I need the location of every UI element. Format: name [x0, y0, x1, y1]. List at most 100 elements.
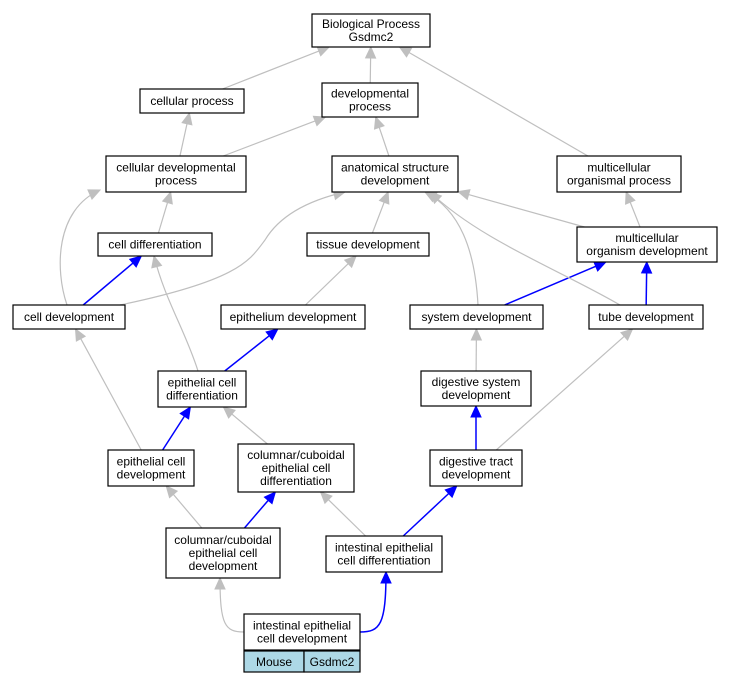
edge-line	[468, 194, 585, 228]
arrowhead	[343, 255, 357, 269]
node-label-line: epithelial cell	[189, 546, 258, 560]
edge-line	[119, 191, 346, 306]
arrowhead	[444, 485, 458, 499]
node-label-line: development	[361, 174, 430, 188]
node-tubed[interactable]: tube development	[588, 304, 704, 330]
arrowhead	[263, 491, 277, 505]
node-label-line: system development	[421, 310, 532, 324]
node-label-line: differentiation	[260, 474, 332, 488]
node-label-line: cell development	[24, 310, 115, 324]
gene-cell	[303, 650, 361, 673]
arrowhead	[165, 485, 179, 499]
node-box	[409, 304, 544, 330]
node-label-line: intestinal epithelial	[253, 619, 351, 633]
edge-line	[408, 51, 589, 157]
node-box	[429, 449, 523, 487]
node-box	[556, 155, 682, 193]
arrowhead	[181, 111, 193, 126]
node-label-line: epithelial cell	[262, 461, 331, 475]
edge-line	[157, 202, 169, 234]
edge-mod-to-asd	[456, 189, 585, 228]
arrowhead	[456, 189, 471, 201]
edge-mod-to-mop	[625, 190, 641, 228]
edge-ecd-to-cdiff	[151, 254, 199, 372]
edge-line	[504, 265, 597, 306]
node-label-line: development	[442, 468, 511, 482]
edge-ecdev-to-cd	[74, 327, 142, 451]
arrowhead	[312, 115, 327, 127]
node-label-line: cell development	[257, 632, 348, 646]
edge-dtd-to-dsd	[470, 404, 482, 450]
arrowhead	[319, 491, 333, 505]
arrowhead	[625, 190, 636, 205]
node-cd[interactable]: cell development	[12, 304, 126, 330]
node-label-line: multicellular	[615, 231, 678, 245]
edge-line	[304, 263, 349, 306]
node-box	[157, 370, 247, 408]
node-label-line: cell differentiation	[108, 238, 201, 252]
node-label-line: epithelial cell	[168, 376, 237, 390]
node-box	[331, 155, 459, 193]
edge-asd-to-dp	[373, 115, 390, 157]
node-box	[243, 613, 361, 651]
edge-dsd-to-sd	[470, 327, 483, 372]
node-box	[97, 232, 213, 257]
arrowhead	[373, 115, 385, 130]
arrowhead	[378, 190, 390, 205]
edge-line	[172, 494, 203, 529]
arrowhead	[161, 190, 173, 205]
node-cdiff[interactable]: cell differentiation	[97, 232, 213, 257]
node-td[interactable]: tissue development	[306, 232, 430, 257]
node-label-line: development	[442, 388, 511, 402]
node-label-line: Biological Process	[322, 17, 420, 31]
edge-cdiff-to-cdp	[157, 190, 173, 234]
arrowhead	[128, 255, 143, 268]
node-box	[12, 304, 126, 330]
node-label-line: Gsdmc2	[349, 30, 394, 44]
node-label-line: intestinal epithelial	[335, 541, 433, 555]
node-label-line: tube development	[598, 310, 694, 324]
node-ed[interactable]: epithelium development	[220, 304, 366, 330]
edge-ecdev-to-ecd	[161, 405, 192, 451]
node-label-line: digestive system	[432, 375, 521, 389]
edge-line	[378, 127, 390, 157]
edge-line	[243, 499, 269, 529]
arrowhead	[429, 191, 443, 205]
edge-line	[222, 120, 316, 157]
edge-line	[629, 202, 641, 228]
edge-line	[219, 577, 245, 633]
edge-line	[153, 255, 199, 372]
gene-cell-label: Gsdmc2	[310, 655, 355, 669]
edge-tubed-to-mod	[640, 260, 653, 306]
node-label-line: cellular process	[150, 94, 233, 108]
edge-cd-to-cdp	[59, 189, 102, 306]
node-label-line: anatomical structure	[341, 161, 449, 175]
node-label-line: process	[155, 174, 197, 188]
edge-line	[402, 492, 450, 537]
node-label-line: cellular developmental	[116, 161, 235, 175]
edge-ed-to-td	[304, 255, 357, 306]
node-label-line: development	[117, 468, 186, 482]
edge-line	[224, 335, 270, 372]
edge-dtd-to-tubed	[495, 328, 634, 451]
node-box	[220, 304, 366, 330]
node-sd[interactable]: system development	[409, 304, 544, 330]
edge-ccecd-to-ecd	[222, 406, 268, 445]
node-cp[interactable]: cellular process	[139, 88, 245, 114]
edge-line	[359, 571, 387, 633]
arrowhead	[620, 328, 634, 341]
